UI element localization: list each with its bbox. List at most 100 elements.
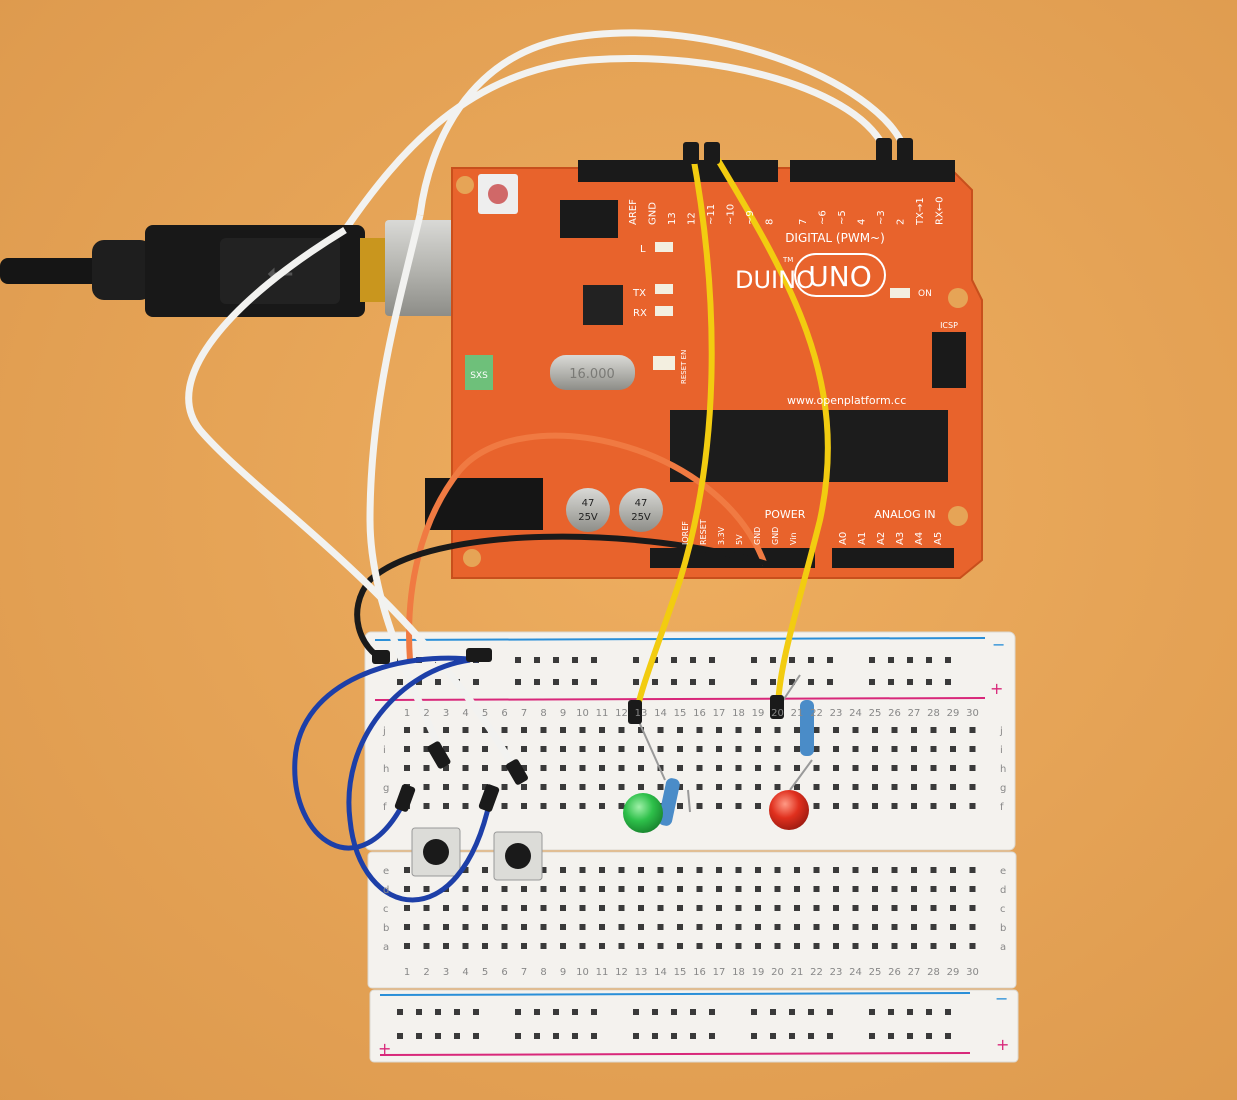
breadboard-hole[interactable] [969, 784, 976, 790]
breadboard-hole[interactable] [521, 886, 527, 892]
breadboard-hole[interactable] [690, 1033, 696, 1039]
breadboard-hole[interactable] [462, 886, 469, 892]
breadboard-hole[interactable] [579, 765, 586, 771]
breadboard-hole[interactable] [677, 867, 683, 873]
breadboard-hole[interactable] [794, 765, 800, 771]
breadboard-hole[interactable] [599, 727, 605, 733]
breadboard-hole[interactable] [443, 727, 449, 733]
breadboard-hole[interactable] [462, 905, 469, 911]
breadboard-hole[interactable] [911, 765, 917, 771]
breadboard-hole[interactable] [540, 905, 547, 911]
breadboard-hole[interactable] [482, 886, 488, 892]
breadboard-hole[interactable] [657, 943, 664, 949]
breadboard-hole[interactable] [443, 784, 449, 790]
breadboard-hole[interactable] [869, 1033, 875, 1039]
breadboard-hole[interactable] [789, 679, 795, 685]
breadboard-hole[interactable] [633, 1009, 639, 1015]
breadboard-hole[interactable] [572, 679, 578, 685]
breadboard-hole[interactable] [891, 746, 898, 752]
breadboard-hole[interactable] [930, 784, 937, 790]
breadboard-hole[interactable] [618, 924, 625, 930]
breadboard-hole[interactable] [872, 943, 878, 949]
breadboard-hole[interactable] [572, 1009, 578, 1015]
breadboard-hole[interactable] [690, 657, 696, 663]
breadboard-hole[interactable] [473, 1033, 479, 1039]
breadboard-hole[interactable] [735, 803, 742, 809]
breadboard-hole[interactable] [770, 1009, 776, 1015]
breadboard-hole[interactable] [888, 1033, 894, 1039]
breadboard-hole[interactable] [813, 746, 820, 752]
breadboard-hole[interactable] [852, 765, 859, 771]
breadboard-hole[interactable] [930, 765, 937, 771]
breadboard-hole[interactable] [911, 727, 917, 733]
breadboard-hole[interactable] [827, 1009, 833, 1015]
breadboard-hole[interactable] [677, 765, 683, 771]
breadboard-hole[interactable] [501, 765, 508, 771]
breadboard-hole[interactable] [950, 746, 956, 752]
breadboard-hole[interactable] [833, 924, 839, 930]
breadboard-hole[interactable] [462, 765, 469, 771]
breadboard-hole[interactable] [599, 905, 605, 911]
breadboard-hole[interactable] [930, 746, 937, 752]
breadboard-hole[interactable] [572, 657, 578, 663]
breadboard-hole[interactable] [869, 679, 875, 685]
breadboard-hole[interactable] [416, 1009, 422, 1015]
breadboard-hole[interactable] [945, 657, 951, 663]
breadboard-hole[interactable] [638, 924, 644, 930]
breadboard-hole[interactable] [404, 924, 410, 930]
breadboard-hole[interactable] [638, 765, 644, 771]
breadboard-hole[interactable] [404, 867, 410, 873]
breadboard-hole[interactable] [813, 886, 820, 892]
breadboard-hole[interactable] [618, 886, 625, 892]
breadboard-hole[interactable] [755, 943, 761, 949]
breadboard-hole[interactable] [930, 803, 937, 809]
breadboard-hole[interactable] [633, 657, 639, 663]
breadboard-hole[interactable] [945, 1009, 951, 1015]
breadboard-hole[interactable] [735, 886, 742, 892]
breadboard-hole[interactable] [755, 803, 761, 809]
breadboard-hole[interactable] [907, 679, 913, 685]
breadboard-hole[interactable] [534, 1009, 540, 1015]
breadboard-hole[interactable] [813, 924, 820, 930]
breadboard-hole[interactable] [579, 924, 586, 930]
breadboard-hole[interactable] [579, 905, 586, 911]
breadboard-hole[interactable] [696, 867, 703, 873]
breadboard-hole[interactable] [579, 867, 586, 873]
breadboard-hole[interactable] [657, 727, 664, 733]
breadboard-hole[interactable] [657, 886, 664, 892]
breadboard-hole[interactable] [638, 784, 644, 790]
breadboard-hole[interactable] [534, 1033, 540, 1039]
breadboard-hole[interactable] [443, 905, 449, 911]
breadboard-hole[interactable] [423, 784, 430, 790]
breadboard-hole[interactable] [926, 1009, 932, 1015]
breadboard-hole[interactable] [945, 1033, 951, 1039]
breadboard-hole[interactable] [633, 679, 639, 685]
breadboard-hole[interactable] [755, 886, 761, 892]
breadboard-hole[interactable] [579, 746, 586, 752]
breadboard-hole[interactable] [618, 784, 625, 790]
breadboard-hole[interactable] [735, 867, 742, 873]
breadboard-hole[interactable] [751, 1033, 757, 1039]
breadboard-hole[interactable] [716, 746, 722, 752]
breadboard-hole[interactable] [735, 765, 742, 771]
breadboard-hole[interactable] [891, 924, 898, 930]
breadboard-hole[interactable] [515, 1033, 521, 1039]
breadboard-hole[interactable] [813, 803, 820, 809]
breadboard-hole[interactable] [501, 924, 508, 930]
breadboard-hole[interactable] [852, 943, 859, 949]
breadboard-hole[interactable] [696, 784, 703, 790]
breadboard-hole[interactable] [443, 765, 449, 771]
breadboard-hole[interactable] [671, 1009, 677, 1015]
breadboard-hole[interactable] [657, 905, 664, 911]
breadboard-hole[interactable] [671, 1033, 677, 1039]
breadboard-hole[interactable] [599, 765, 605, 771]
breadboard-hole[interactable] [462, 803, 469, 809]
breadboard-hole[interactable] [950, 867, 956, 873]
breadboard-hole[interactable] [872, 765, 878, 771]
breadboard-hole[interactable] [833, 746, 839, 752]
breadboard-hole[interactable] [794, 867, 800, 873]
breadboard-hole[interactable] [521, 924, 527, 930]
breadboard-hole[interactable] [540, 943, 547, 949]
breadboard-hole[interactable] [404, 746, 410, 752]
breadboard-hole[interactable] [926, 657, 932, 663]
